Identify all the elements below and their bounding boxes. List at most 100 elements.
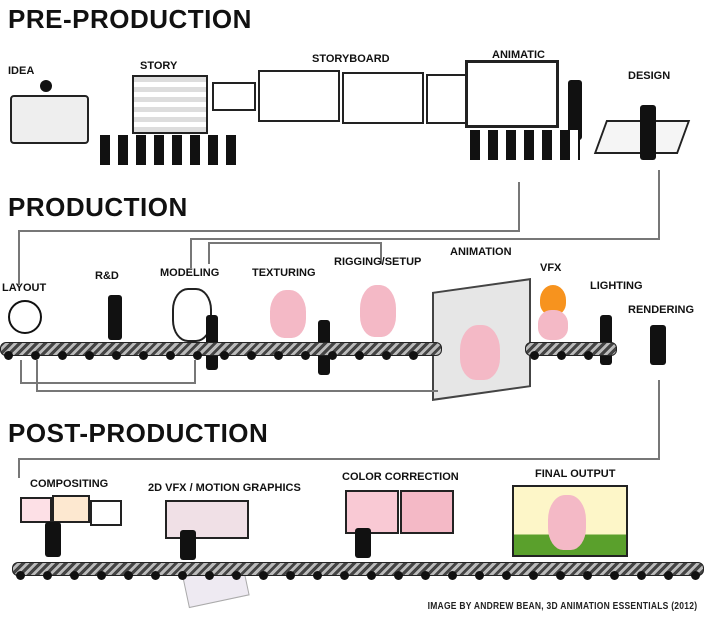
belt-wheel	[664, 571, 673, 580]
belt-wheel	[232, 571, 241, 580]
final-output-bunny	[548, 495, 586, 550]
step-animation: ANIMATION	[450, 246, 512, 258]
belt-wheel	[475, 571, 484, 580]
designer-figure	[640, 105, 656, 160]
step-texturing: TEXTURING	[252, 267, 316, 279]
belt-wheel	[151, 571, 160, 580]
rnd-figure	[108, 295, 122, 340]
connector-line	[190, 238, 192, 268]
belt-wheel	[328, 351, 337, 360]
color-monitor-2	[400, 490, 454, 534]
step-layout: LAYOUT	[2, 282, 47, 294]
belt-wheel	[382, 351, 391, 360]
belt-wheel	[557, 351, 566, 360]
connector-line	[36, 360, 438, 392]
bed-illustration	[10, 95, 89, 144]
step-2d-vfx-motion-graphics: 2D VFX / MOTION GRAPHICS	[148, 482, 301, 494]
step-modeling: MODELING	[160, 267, 220, 279]
director-figure	[568, 80, 582, 140]
belt-wheel	[530, 351, 539, 360]
story-audience	[100, 135, 240, 165]
belt-wheel	[58, 351, 67, 360]
belt-wheel	[421, 571, 430, 580]
layout-globe	[8, 300, 42, 334]
post-production-heading: POST-PRODUCTION	[8, 418, 269, 448]
texturing-bunny	[270, 290, 306, 338]
belt-wheel	[691, 571, 700, 580]
step-design: DESIGN	[628, 70, 671, 82]
rendering-figure	[650, 325, 666, 365]
compositing-monitor-2	[52, 495, 90, 523]
belt-wheel	[355, 351, 364, 360]
belt-wheel	[584, 351, 593, 360]
belt-wheel	[97, 571, 106, 580]
connector-line	[18, 458, 660, 478]
modeling-bunny	[172, 288, 212, 342]
belt-wheel	[85, 351, 94, 360]
belt-wheel	[637, 571, 646, 580]
production-heading: PRODUCTION	[8, 192, 188, 222]
step-idea: IDEA	[8, 65, 35, 77]
belt-wheel	[274, 351, 283, 360]
step-animatic: ANIMATIC	[492, 49, 545, 61]
belt-wheel	[286, 571, 295, 580]
belt-wheel	[301, 351, 310, 360]
belt-wheel	[502, 571, 511, 580]
step-lighting: LIGHTING	[590, 280, 643, 292]
belt-wheel	[313, 571, 322, 580]
belt-wheel	[340, 571, 349, 580]
step-rnd: R&D	[95, 270, 119, 282]
belt-wheel	[166, 351, 175, 360]
belt-wheel	[31, 351, 40, 360]
connector-line	[20, 380, 660, 460]
step-color-correction: COLOR CORRECTION	[342, 471, 459, 483]
belt-wheel	[178, 571, 187, 580]
belt-wheel	[112, 351, 121, 360]
image-credit: IMAGE BY ANDREW BEAN, 3D ANIMATION ESSEN…	[427, 601, 697, 612]
belt-wheel	[16, 571, 25, 580]
belt-wheel	[220, 351, 229, 360]
connector-line	[18, 230, 20, 285]
compositor-figure	[45, 522, 61, 557]
step-rendering: RENDERING	[628, 304, 695, 316]
belt-wheel	[139, 351, 148, 360]
colorist-figure	[355, 528, 371, 558]
vfx-bunny	[538, 310, 568, 340]
step-vfx: VFX	[540, 262, 562, 274]
production-conveyor-belt-2	[525, 342, 617, 356]
animatic-audience	[470, 130, 580, 160]
step-story: STORY	[140, 60, 178, 72]
compositing-monitor-1	[20, 497, 52, 523]
connector-line	[18, 182, 520, 232]
belt-wheel	[367, 571, 376, 580]
belt-wheel	[529, 571, 538, 580]
motion-graphics-monitor	[165, 500, 249, 539]
motion-graphics-figure	[180, 530, 196, 560]
belt-wheel	[124, 571, 133, 580]
belt-wheel	[4, 351, 13, 360]
belt-wheel	[583, 571, 592, 580]
story-board-wall	[132, 75, 208, 134]
color-monitor-1	[345, 490, 399, 534]
connector-line	[20, 360, 196, 384]
belt-wheel	[193, 351, 202, 360]
step-final-output: FINAL OUTPUT	[535, 468, 616, 480]
storyboard-panel-2	[342, 72, 424, 124]
rigging-bunny	[360, 285, 396, 337]
belt-wheel	[205, 571, 214, 580]
belt-wheel	[409, 351, 418, 360]
step-compositing: COMPOSITING	[30, 478, 109, 490]
belt-wheel	[259, 571, 268, 580]
storyboard-panel-1	[258, 70, 340, 122]
storyboard-panel-3	[426, 74, 470, 124]
step-storyboard: STORYBOARD	[312, 53, 390, 65]
post-production-conveyor-belt	[12, 562, 704, 576]
belt-wheel	[448, 571, 457, 580]
belt-wheel	[394, 571, 403, 580]
lighting-figure	[600, 315, 612, 365]
connector-line	[190, 170, 660, 240]
dreamer-figure	[40, 80, 52, 92]
belt-wheel	[556, 571, 565, 580]
story-card	[212, 82, 256, 111]
